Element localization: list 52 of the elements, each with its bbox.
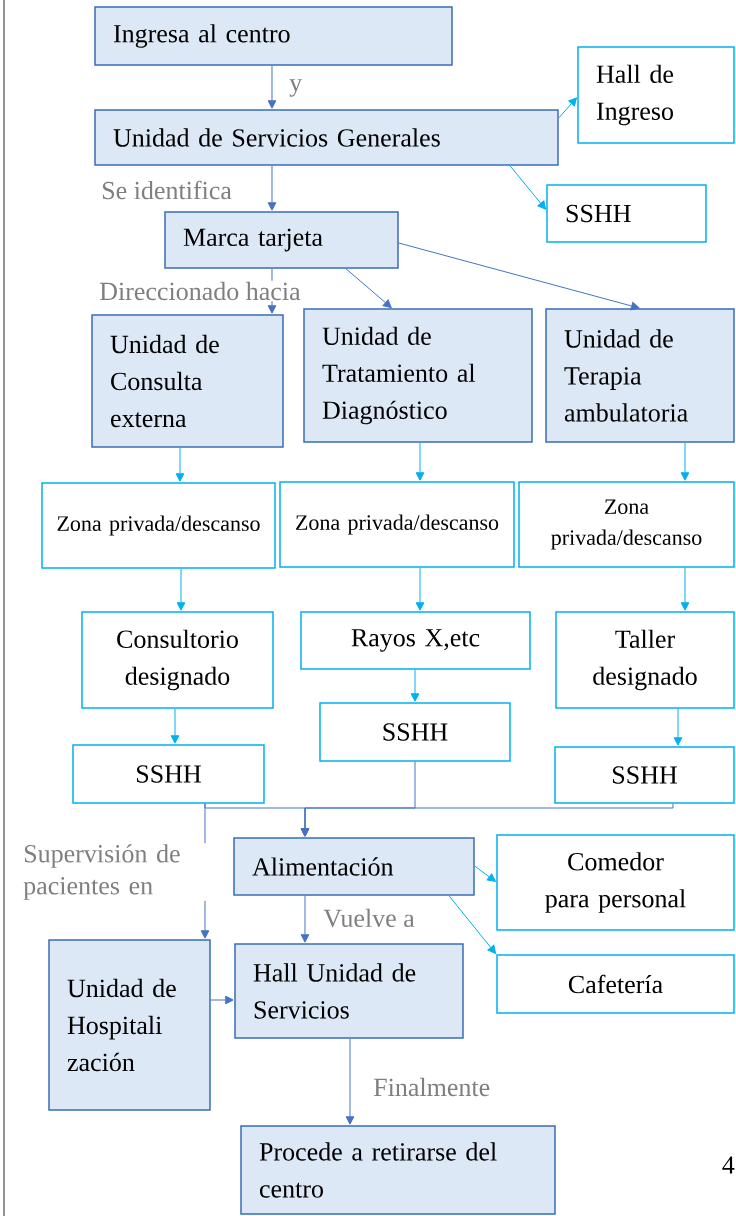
arrow xyxy=(673,708,683,746)
process-box: Alimentación xyxy=(233,837,475,896)
arrow xyxy=(170,708,180,744)
arrow xyxy=(398,242,640,311)
process-box: Hall Unidad de Servicios xyxy=(234,943,464,1039)
arrow xyxy=(474,865,496,882)
process-box: Unidad de Terapia ambulatoria xyxy=(545,308,735,443)
arrow xyxy=(210,995,234,1005)
area-box: SSHH xyxy=(554,746,735,804)
arrow xyxy=(300,803,674,837)
edge-label: Se identifica xyxy=(100,179,233,201)
area-box: SSHH xyxy=(546,184,707,243)
process-box: Unidad de Servicios Generales xyxy=(94,109,559,166)
area-box: Zona privada/descanso xyxy=(518,481,735,568)
process-box: Unidad de Hospitali zación xyxy=(48,939,211,1111)
arrow xyxy=(415,567,425,611)
arrow xyxy=(509,165,547,210)
process-box: Unidad de Consulta externa xyxy=(91,314,284,448)
arrow xyxy=(345,1038,355,1125)
edge-label: Supervisión de pacientes en xyxy=(22,843,225,901)
area-box: Consultorio designado xyxy=(81,611,274,709)
area-box: Zona privada/descanso xyxy=(41,482,276,569)
arrow xyxy=(300,895,310,943)
area-box: Comedor para personal xyxy=(496,834,735,931)
arrow xyxy=(267,65,277,109)
edge-label: Direccionado hacia xyxy=(98,280,302,302)
process-box: Ingresa al centro xyxy=(94,6,453,66)
arrow xyxy=(410,669,420,702)
arrow xyxy=(267,268,277,314)
area-box: Cafetería xyxy=(496,954,735,1014)
arrow xyxy=(415,442,425,481)
process-box: Marca tarjeta xyxy=(164,211,399,269)
arrow xyxy=(680,442,690,481)
area-box: Rayos X,etc xyxy=(300,611,531,670)
area-box: Hall de Ingreso xyxy=(577,46,735,144)
edge-label: Finalmente xyxy=(372,1076,492,1098)
area-box: Zona privada/descanso xyxy=(279,481,515,568)
arrow xyxy=(448,895,497,954)
process-box: Unidad de Tratamiento al Diagnóstico xyxy=(303,308,533,443)
area-box: SSHH xyxy=(319,702,511,762)
edge-label: Vuelve a xyxy=(322,907,416,929)
arrow xyxy=(558,97,577,119)
arrow xyxy=(345,268,392,309)
area-box: SSHH xyxy=(72,744,265,804)
page-number: 4 xyxy=(722,1156,735,1174)
arrow xyxy=(175,447,185,482)
arrow xyxy=(267,165,277,211)
edge-label: y xyxy=(288,78,304,98)
arrow xyxy=(680,567,690,611)
area-box: Taller designado xyxy=(555,611,735,709)
process-box: Procede a retirarse del centro xyxy=(240,1125,556,1215)
arrow xyxy=(176,568,186,611)
